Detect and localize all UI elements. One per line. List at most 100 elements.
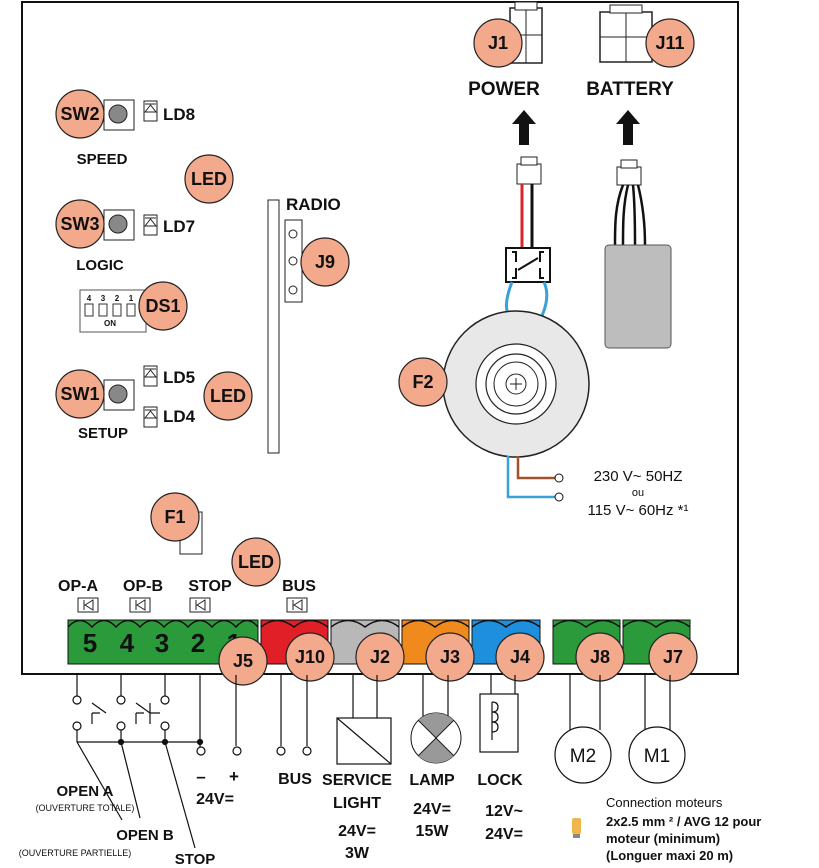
motor-note-line2: moteur (minimum) — [606, 831, 720, 846]
sw2-badge — [55, 89, 105, 139]
j3-badge — [425, 632, 475, 682]
arrow-up-icon — [616, 110, 640, 145]
led-badge — [203, 371, 253, 421]
j11-badge — [645, 18, 695, 68]
mains-terminal — [554, 473, 564, 483]
service-voltage: 24V= — [338, 823, 376, 840]
terminal-3: 3 — [155, 628, 169, 658]
bus-wires — [276, 675, 312, 756]
ld4-label: LD4 — [163, 407, 196, 426]
service-label: SERVICE — [322, 772, 392, 789]
open-b-label: OPEN B — [116, 827, 174, 844]
bus-led — [286, 597, 308, 613]
motor-m1 — [628, 726, 686, 784]
lock-voltage-dc: 24V= — [485, 826, 523, 843]
lamp-power: 15W — [416, 823, 450, 840]
f2-badge — [398, 357, 448, 407]
j7-label: J7 — [663, 647, 683, 667]
j5-badge — [218, 636, 268, 686]
svg-text:ON: ON — [104, 319, 116, 328]
lock-wires — [479, 675, 519, 753]
j5-label: J5 — [233, 651, 253, 671]
j10-badge — [285, 632, 335, 682]
j10-label: J10 — [295, 647, 325, 667]
terminal-5: 5 — [83, 628, 97, 658]
led-badge — [231, 537, 281, 587]
plus-label: + — [229, 767, 239, 786]
opa-led — [77, 597, 99, 613]
stop-led — [189, 597, 211, 613]
mains-230v: 230 V~ 50HZ — [594, 468, 683, 485]
warning-icon — [572, 818, 581, 838]
ld7-led — [143, 214, 158, 236]
led-badge — [184, 154, 234, 204]
lamp-icon — [410, 712, 462, 764]
light-label: LIGHT — [333, 795, 381, 812]
j1-label: J1 — [488, 33, 508, 53]
lamp-voltage: 24V= — [413, 801, 451, 818]
ld7-label: LD7 — [163, 217, 195, 236]
speed-label: SPEED — [77, 151, 128, 168]
bus-input-label: BUS — [282, 578, 316, 595]
led-label: LED — [210, 386, 246, 406]
j2-badge — [355, 632, 405, 682]
terminal-4: 4 — [120, 628, 135, 658]
lock-label: LOCK — [477, 772, 523, 789]
ld4-led — [143, 406, 158, 428]
minus-label: – — [196, 767, 205, 786]
battery-pack — [604, 244, 672, 349]
motor-wires — [569, 675, 671, 730]
battery-connector — [599, 4, 653, 63]
service-power: 3W — [345, 845, 370, 862]
sw1-badge — [55, 369, 105, 419]
battery-plug — [616, 166, 642, 186]
f2-label: F2 — [412, 372, 433, 392]
motor-note-line3: (Longuer maxi 20 m) — [606, 848, 733, 863]
j4-badge — [495, 632, 545, 682]
radio-label: RADIO — [286, 195, 341, 214]
transformer — [442, 310, 590, 458]
open-b-sub: (OUVERTURE PARTIELLE) — [19, 848, 132, 858]
led-label: LED — [238, 552, 274, 572]
ld5-led — [143, 365, 158, 387]
service-light-wires — [336, 675, 392, 765]
svg-text:1: 1 — [129, 294, 134, 303]
sw1-label: SW1 — [60, 384, 99, 404]
j3-label: J3 — [440, 647, 460, 667]
j1-badge — [473, 18, 523, 68]
power-plug — [516, 163, 542, 185]
led-label: LED — [191, 169, 227, 189]
m2-label: M2 — [570, 746, 596, 767]
stop-label: STOP — [175, 851, 216, 868]
j2-label: J2 — [370, 647, 390, 667]
sw2-label: SW2 — [60, 104, 99, 124]
mains-ou: ou — [632, 487, 644, 499]
opb-label: OP-B — [123, 578, 163, 595]
opb-led — [129, 597, 151, 613]
motor-note-title: Connection moteurs — [606, 795, 723, 810]
svg-text:4: 4 — [87, 294, 92, 303]
stop-input-label: STOP — [188, 578, 232, 595]
j11-label: J11 — [655, 33, 684, 53]
input-contacts — [72, 675, 242, 849]
j9-badge — [300, 237, 350, 287]
terminal-2: 2 — [191, 628, 205, 658]
svg-text:3: 3 — [101, 294, 106, 303]
opa-label: OP-A — [58, 578, 98, 595]
ld5-label: LD5 — [163, 368, 195, 387]
bus-label: BUS — [278, 771, 312, 788]
ld8-label: LD8 — [163, 105, 195, 124]
ds1-badge — [138, 281, 188, 331]
ds1-label: DS1 — [145, 296, 180, 316]
sw3-badge — [55, 199, 105, 249]
f1-badge — [150, 492, 200, 542]
v24-label: 24V= — [196, 791, 234, 808]
svg-text:2: 2 — [115, 294, 120, 303]
j4-label: J4 — [510, 647, 530, 667]
battery-label: BATTERY — [586, 79, 674, 100]
motor-m2 — [554, 726, 612, 784]
arrow-up-icon — [512, 110, 536, 145]
j7-badge — [648, 632, 698, 682]
power-label: POWER — [468, 79, 540, 100]
